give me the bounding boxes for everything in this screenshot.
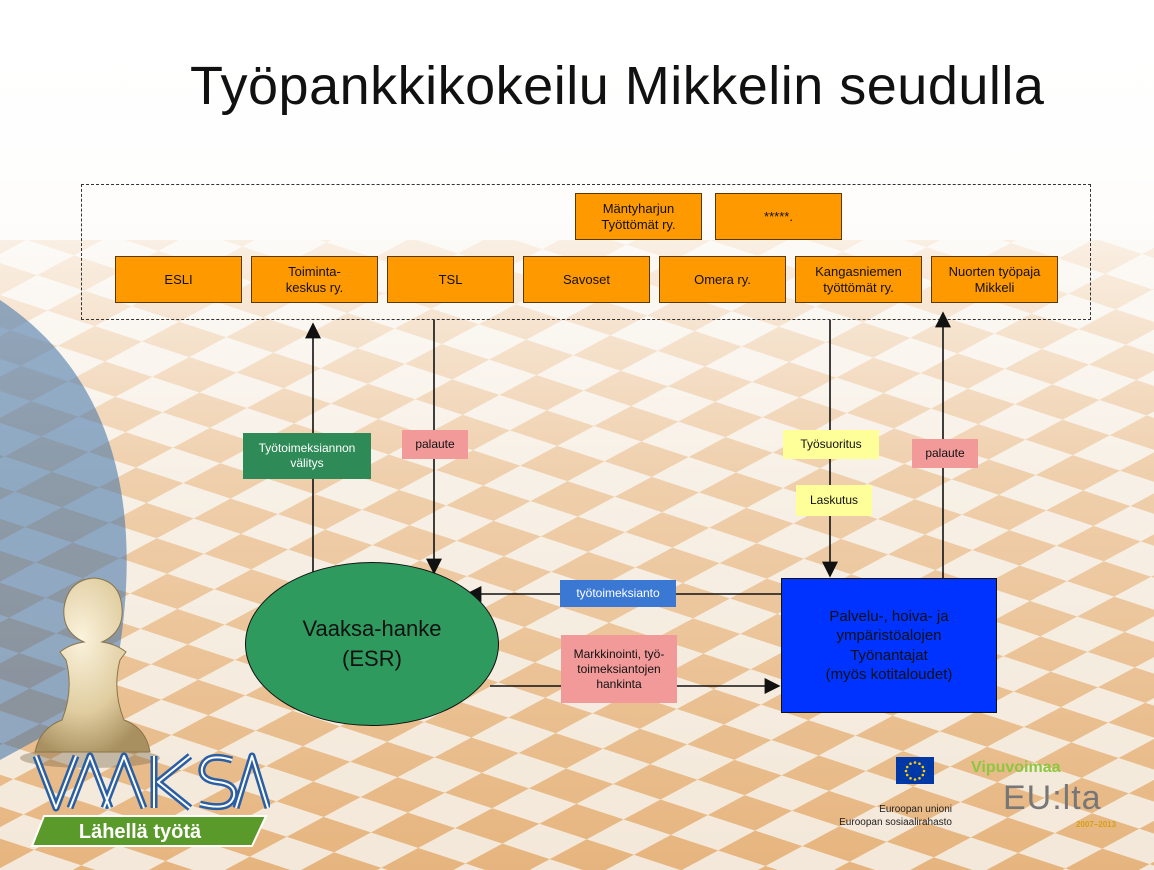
years-text: 2007–2013 (1076, 820, 1117, 829)
org-box-nuorten-line: Nuorten työpaja (948, 263, 1041, 279)
employers-box: Palvelu-, hoiva- ja ympäristöalojen Työn… (781, 578, 997, 713)
label-palaute-left: palaute (402, 430, 468, 459)
organizations-frame (81, 184, 1091, 320)
org-box-savoset-line: Savoset (563, 271, 610, 287)
org-box-toimintakeskus-line: Toiminta- (288, 263, 341, 279)
eu-line-2: Euroopan sosiaalirahasto (839, 817, 952, 828)
hub-line-1: Vaaksa-hanke (302, 616, 442, 642)
vaaksa-tagline: Lähellä työtä (79, 821, 202, 843)
chess-pawn-image (20, 577, 160, 768)
employers-line-1: Palvelu-, hoiva- ja (829, 607, 949, 625)
org-box-toimintakeskus-line: keskus ry. (285, 279, 344, 295)
label-palaute-right: palaute (912, 439, 978, 468)
employers-line-2: ympäristöalojen (836, 627, 942, 644)
org-box-kangasniemi-line: työttömät ry. (823, 279, 894, 295)
org-box-toimintakeskus: Toiminta-keskus ry. (251, 256, 378, 303)
vipuvoimaa-text: Vipuvoimaa (971, 759, 1061, 776)
hub-line-2: (ESR) (342, 646, 402, 671)
org-box-stars-line: *****. (764, 208, 793, 224)
eu-line-1: Euroopan unioni (879, 804, 952, 815)
employers-line-3: Työnantajat (850, 646, 928, 664)
org-box-kangasniemi-line: Kangasniemen (815, 263, 902, 279)
label-markkinointi: Markkinointi, työ-toimeksiantojen hankin… (561, 635, 677, 703)
eulta-text: EU:lta (1003, 779, 1102, 817)
org-box-nuorten-line: Mikkeli (974, 279, 1015, 295)
org-box-stars: *****. (715, 193, 842, 240)
org-box-tsl: TSL (387, 256, 514, 303)
org-box-esli-line: ESLI (164, 271, 193, 287)
org-box-omera: Omera ry. (659, 256, 786, 303)
org-box-tsl-line: TSL (438, 271, 463, 287)
eu-text: Euroopan unioni Euroopan sosiaalirahasto (822, 803, 952, 829)
eu-flag-icon (896, 757, 934, 784)
org-box-mantyharju-line: Työttömät ry. (601, 216, 676, 232)
label-tyosuoritus: Työsuoritus (783, 430, 879, 459)
vaaksa-logo: Lähellä työtä (30, 752, 270, 847)
org-box-omera-line: Omera ry. (694, 271, 751, 287)
employers-line-4: (myös kotitaloudet) (825, 666, 953, 683)
org-box-esli: ESLI (115, 256, 242, 303)
vaaksa-hanke-ellipse: Vaaksa-hanke (ESR) (245, 562, 499, 726)
label-tyotoimeksianto: työtoimeksianto (560, 580, 676, 607)
org-box-savoset: Savoset (523, 256, 650, 303)
label-laskutus: Laskutus (796, 485, 872, 516)
slide-title: Työpankkikokeilu Mikkelin seudulla (190, 56, 1045, 116)
org-box-mantyharju-line: Mäntyharjun (602, 200, 675, 216)
label-valitys: Työtoimeksiannon välitys (243, 433, 371, 479)
